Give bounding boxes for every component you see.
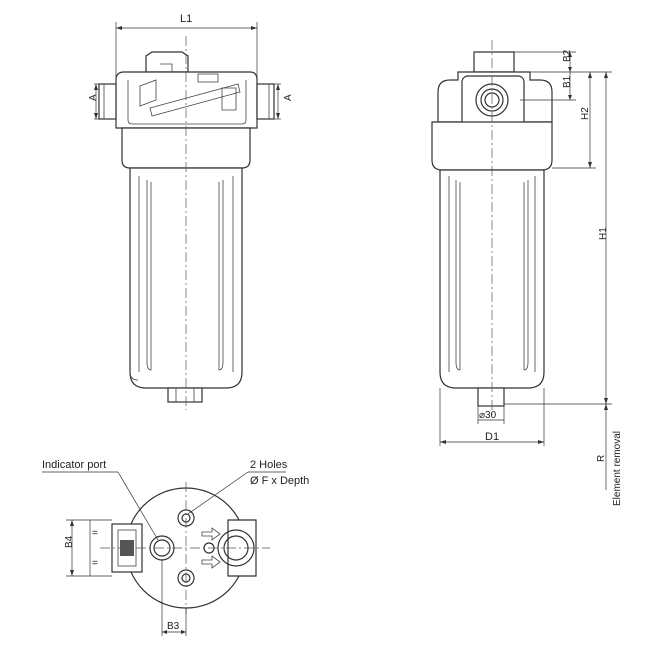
equal-sign-top: = [92, 528, 98, 539]
dim-h1: H1 [598, 227, 609, 240]
dim-d30: ⌀30 [479, 410, 497, 421]
side-view: B2 B1 H2 H1 ⌀30 D1 R Element removal [431, 40, 623, 506]
dim-h2: H2 [580, 107, 591, 120]
dim-d1: D1 [485, 431, 499, 443]
front-view: L1 A [88, 13, 294, 410]
dim-a-right: A [283, 94, 294, 101]
dim-b3: B3 [167, 621, 180, 632]
dim-b2: B2 [562, 49, 573, 62]
dim-b4: B4 [64, 535, 75, 548]
top-view: B4 = = B3 Indicator port 2 Holes Ø F x D… [42, 459, 309, 636]
dim-l1: L1 [180, 13, 192, 25]
dim-a-left: A [88, 94, 99, 101]
dim-element-removal: Element removal [612, 431, 623, 506]
holes-title: 2 Holes [250, 459, 288, 471]
equal-sign-bottom: = [92, 558, 98, 569]
indicator-port-label: Indicator port [42, 459, 106, 471]
dim-r: R [596, 455, 607, 462]
dim-b1: B1 [562, 75, 573, 88]
holes-spec: Ø F x Depth [250, 475, 309, 487]
